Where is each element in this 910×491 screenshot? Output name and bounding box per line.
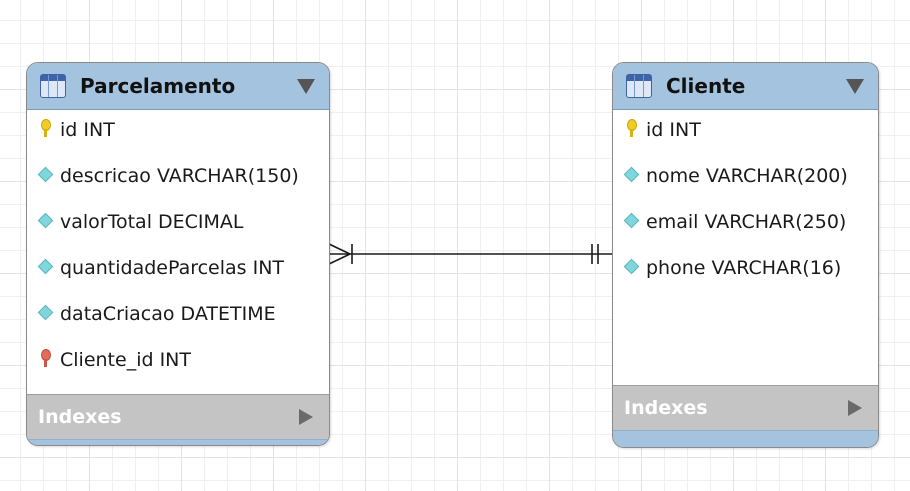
- column-diamond-icon: [624, 164, 640, 186]
- column-row[interactable]: email VARCHAR(250): [613, 210, 878, 256]
- primary-key-icon: [38, 118, 54, 140]
- column-row[interactable]: valorTotal DECIMAL: [27, 210, 329, 256]
- table-header[interactable]: Cliente: [613, 63, 878, 110]
- table-parcelamento[interactable]: Parcelamento id INT descricao VARCHAR(15…: [26, 62, 330, 446]
- table-footer: [27, 439, 329, 445]
- table-icon: [626, 74, 652, 98]
- column-diamond-icon: [624, 256, 640, 278]
- column-diamond-icon: [624, 210, 640, 232]
- column-row[interactable]: id INT: [27, 118, 329, 164]
- column-row[interactable]: phone VARCHAR(16): [613, 256, 878, 302]
- primary-key-icon: [624, 118, 640, 140]
- table-icon: [40, 74, 66, 98]
- column-row[interactable]: id INT: [613, 118, 878, 164]
- table-title: Cliente: [666, 74, 746, 98]
- foreign-key-icon: [38, 348, 54, 370]
- column-label: quantidadeParcelas INT: [60, 257, 285, 279]
- table-header[interactable]: Parcelamento: [27, 63, 329, 110]
- expand-arrow-icon[interactable]: [848, 400, 862, 416]
- column-row[interactable]: dataCriacao DATETIME: [27, 302, 329, 348]
- column-row[interactable]: Cliente_id INT: [27, 348, 329, 394]
- column-diamond-icon: [38, 210, 54, 232]
- indexes-label: Indexes: [38, 406, 122, 428]
- column-list: id INT descricao VARCHAR(150) valorTotal…: [27, 110, 329, 394]
- one-mandatory-icon: [591, 244, 599, 264]
- column-diamond-icon: [38, 164, 54, 186]
- column-row[interactable]: quantidadeParcelas INT: [27, 256, 329, 302]
- column-label: phone VARCHAR(16): [646, 257, 842, 279]
- table-cliente[interactable]: Cliente id INT nome VARCHAR(200) email V…: [612, 62, 879, 448]
- column-list: id INT nome VARCHAR(200) email VARCHAR(2…: [613, 110, 878, 385]
- column-label: id INT: [60, 119, 115, 141]
- column-row[interactable]: descricao VARCHAR(150): [27, 164, 329, 210]
- table-footer: [613, 430, 878, 447]
- indexes-section[interactable]: Indexes: [27, 394, 329, 439]
- column-label: descricao VARCHAR(150): [60, 165, 299, 187]
- column-diamond-icon: [38, 302, 54, 324]
- column-label: nome VARCHAR(200): [646, 165, 848, 187]
- table-title: Parcelamento: [80, 74, 236, 98]
- column-diamond-icon: [38, 256, 54, 278]
- column-label: email VARCHAR(250): [646, 211, 847, 233]
- indexes-label: Indexes: [624, 397, 708, 419]
- column-label: Cliente_id INT: [60, 349, 191, 371]
- column-label: valorTotal DECIMAL: [60, 211, 244, 233]
- column-label: dataCriacao DATETIME: [60, 303, 276, 325]
- collapse-arrow-icon[interactable]: [297, 79, 315, 94]
- collapse-arrow-icon[interactable]: [846, 79, 864, 94]
- column-row[interactable]: nome VARCHAR(200): [613, 164, 878, 210]
- expand-arrow-icon[interactable]: [299, 409, 313, 425]
- indexes-section[interactable]: Indexes: [613, 385, 878, 430]
- column-label: id INT: [646, 119, 701, 141]
- crows-foot-many-icon: [328, 243, 353, 265]
